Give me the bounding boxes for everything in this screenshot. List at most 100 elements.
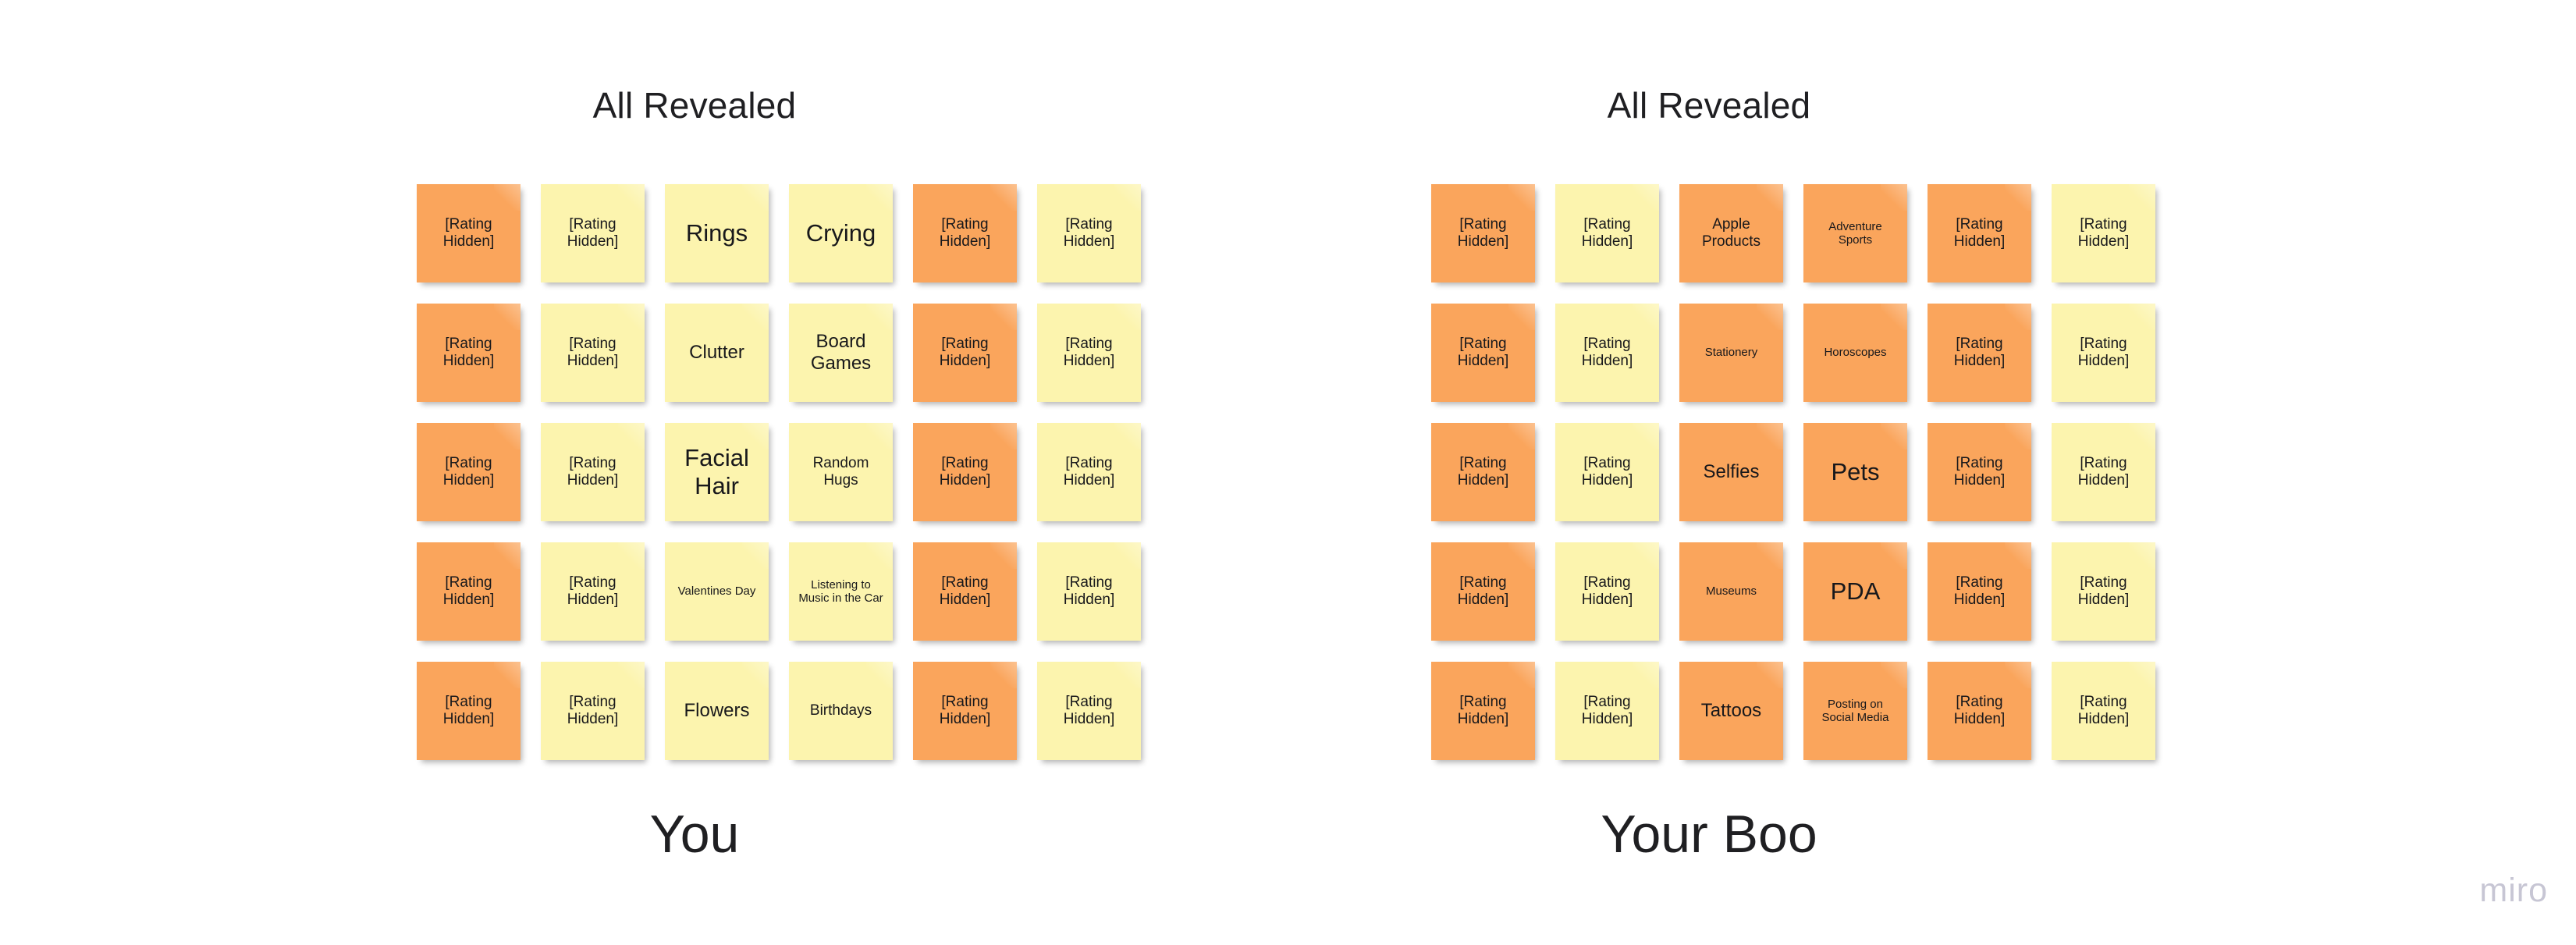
- sticky-note-label: [Rating Hidden]: [1457, 335, 1509, 369]
- sticky-note[interactable]: Valentines Day: [665, 542, 769, 641]
- sticky-note[interactable]: Birthdays: [789, 662, 893, 760]
- miro-logo: miro: [2479, 872, 2548, 909]
- sticky-note-hidden[interactable]: [Rating Hidden]: [1431, 662, 1535, 760]
- sticky-note-label: [Rating Hidden]: [939, 215, 991, 250]
- sticky-note-label: [Rating Hidden]: [1581, 574, 1633, 608]
- sticky-note-hidden[interactable]: [Rating Hidden]: [2052, 542, 2155, 641]
- sticky-note-hidden[interactable]: [Rating Hidden]: [1037, 542, 1141, 641]
- sticky-note-hidden[interactable]: [Rating Hidden]: [1037, 423, 1141, 521]
- sticky-note-hidden[interactable]: [Rating Hidden]: [417, 542, 521, 641]
- sticky-note[interactable]: Listening to Music in the Car: [789, 542, 893, 641]
- sticky-note[interactable]: Tattoos: [1679, 662, 1783, 760]
- sticky-note-hidden[interactable]: [Rating Hidden]: [541, 304, 645, 402]
- sticky-note-label: [Rating Hidden]: [1063, 693, 1115, 727]
- sticky-note-hidden[interactable]: [Rating Hidden]: [1928, 423, 2031, 521]
- sticky-note-hidden[interactable]: [Rating Hidden]: [541, 184, 645, 282]
- sticky-note-hidden[interactable]: [Rating Hidden]: [541, 662, 645, 760]
- sticky-note-hidden[interactable]: [Rating Hidden]: [541, 542, 645, 641]
- sticky-note[interactable]: Museums: [1679, 542, 1783, 641]
- sticky-note-hidden[interactable]: [Rating Hidden]: [1431, 423, 1535, 521]
- sticky-note-hidden[interactable]: [Rating Hidden]: [913, 662, 1017, 760]
- sticky-note-label: [Rating Hidden]: [2077, 574, 2130, 608]
- sticky-note-label: Adventure Sports: [1828, 219, 1882, 247]
- sticky-note-hidden[interactable]: [Rating Hidden]: [913, 542, 1017, 641]
- sticky-note-hidden[interactable]: [Rating Hidden]: [1555, 304, 1659, 402]
- sticky-note-hidden[interactable]: [Rating Hidden]: [2052, 423, 2155, 521]
- sticky-note-label: [Rating Hidden]: [442, 574, 495, 608]
- sticky-note-hidden[interactable]: [Rating Hidden]: [1928, 662, 2031, 760]
- sticky-note[interactable]: Stationery: [1679, 304, 1783, 402]
- sticky-note-hidden[interactable]: [Rating Hidden]: [541, 423, 645, 521]
- sticky-note-label: [Rating Hidden]: [1063, 574, 1115, 608]
- sticky-note-hidden[interactable]: [Rating Hidden]: [2052, 304, 2155, 402]
- sticky-note-label: [Rating Hidden]: [939, 693, 991, 727]
- sticky-note-hidden[interactable]: [Rating Hidden]: [417, 184, 521, 282]
- sticky-note[interactable]: Posting on Social Media: [1803, 662, 1907, 760]
- sticky-note-label: Pets: [1831, 458, 1880, 486]
- sticky-note[interactable]: Selfies: [1679, 423, 1783, 521]
- sticky-note-hidden[interactable]: [Rating Hidden]: [1431, 542, 1535, 641]
- sticky-note-label: Horoscopes: [1824, 346, 1887, 360]
- sticky-note[interactable]: Random Hugs: [789, 423, 893, 521]
- sticky-note-label: [Rating Hidden]: [567, 454, 619, 488]
- sticky-note[interactable]: Facial Hair: [665, 423, 769, 521]
- sticky-note-hidden[interactable]: [Rating Hidden]: [2052, 184, 2155, 282]
- sticky-note[interactable]: PDA: [1803, 542, 1907, 641]
- sticky-note[interactable]: Crying: [789, 184, 893, 282]
- sticky-note-hidden[interactable]: [Rating Hidden]: [1928, 304, 2031, 402]
- panel-footer-your-boo: Your Boo: [1601, 805, 1817, 864]
- sticky-note-hidden[interactable]: [Rating Hidden]: [2052, 662, 2155, 760]
- sticky-note-hidden[interactable]: [Rating Hidden]: [1555, 542, 1659, 641]
- sticky-note-label: [Rating Hidden]: [1953, 454, 2006, 488]
- sticky-note-label: [Rating Hidden]: [1581, 693, 1633, 727]
- sticky-note-hidden[interactable]: [Rating Hidden]: [1037, 304, 1141, 402]
- sticky-note-hidden[interactable]: [Rating Hidden]: [417, 304, 521, 402]
- sticky-note-hidden[interactable]: [Rating Hidden]: [417, 423, 521, 521]
- sticky-note[interactable]: Clutter: [665, 304, 769, 402]
- sticky-note-label: [Rating Hidden]: [1457, 574, 1509, 608]
- sticky-note-hidden[interactable]: [Rating Hidden]: [1555, 423, 1659, 521]
- sticky-note-label: Flowers: [684, 700, 750, 722]
- sticky-note-label: Crying: [805, 219, 876, 247]
- sticky-note-hidden[interactable]: [Rating Hidden]: [1555, 662, 1659, 760]
- sticky-note-label: Board Games: [810, 331, 872, 374]
- sticky-note-hidden[interactable]: [Rating Hidden]: [1037, 662, 1141, 760]
- sticky-note-hidden[interactable]: [Rating Hidden]: [1431, 184, 1535, 282]
- sticky-note[interactable]: Flowers: [665, 662, 769, 760]
- sticky-note[interactable]: Pets: [1803, 423, 1907, 521]
- panel-your-boo: All Revealed [Rating Hidden][Rating Hidd…: [1319, 0, 2279, 945]
- sticky-note-hidden[interactable]: [Rating Hidden]: [1928, 542, 2031, 641]
- sticky-note-hidden[interactable]: [Rating Hidden]: [1431, 304, 1535, 402]
- sticky-note[interactable]: Board Games: [789, 304, 893, 402]
- sticky-note-label: [Rating Hidden]: [2077, 215, 2130, 250]
- sticky-note[interactable]: Adventure Sports: [1803, 184, 1907, 282]
- sticky-note-label: [Rating Hidden]: [1953, 335, 2006, 369]
- sticky-note-hidden[interactable]: [Rating Hidden]: [913, 184, 1017, 282]
- sticky-note-hidden[interactable]: [Rating Hidden]: [913, 304, 1017, 402]
- sticky-note-label: [Rating Hidden]: [567, 215, 619, 250]
- sticky-note-label: Posting on Social Media: [1821, 697, 1889, 724]
- sticky-note-label: [Rating Hidden]: [442, 454, 495, 488]
- sticky-note[interactable]: Apple Products: [1679, 184, 1783, 282]
- sticky-note-label: [Rating Hidden]: [939, 574, 991, 608]
- sticky-note-label: Valentines Day: [677, 584, 756, 599]
- sticky-note[interactable]: Horoscopes: [1803, 304, 1907, 402]
- sticky-note-label: Apple Products: [1702, 215, 1761, 250]
- sticky-note-hidden[interactable]: [Rating Hidden]: [1555, 184, 1659, 282]
- sticky-note[interactable]: Rings: [665, 184, 769, 282]
- sticky-note-hidden[interactable]: [Rating Hidden]: [913, 423, 1017, 521]
- sticky-note-label: [Rating Hidden]: [939, 335, 991, 369]
- sticky-note-hidden[interactable]: [Rating Hidden]: [417, 662, 521, 760]
- sticky-note-label: [Rating Hidden]: [1063, 215, 1115, 250]
- sticky-note-label: [Rating Hidden]: [2077, 693, 2130, 727]
- sticky-note-label: Museums: [1705, 584, 1757, 599]
- sticky-note-label: [Rating Hidden]: [442, 215, 495, 250]
- sticky-note-label: Random Hugs: [812, 454, 869, 488]
- sticky-note-hidden[interactable]: [Rating Hidden]: [1928, 184, 2031, 282]
- sticky-note-hidden[interactable]: [Rating Hidden]: [1037, 184, 1141, 282]
- sticky-note-label: Stationery: [1704, 346, 1758, 360]
- sticky-note-label: [Rating Hidden]: [2077, 454, 2130, 488]
- sticky-note-label: [Rating Hidden]: [1063, 335, 1115, 369]
